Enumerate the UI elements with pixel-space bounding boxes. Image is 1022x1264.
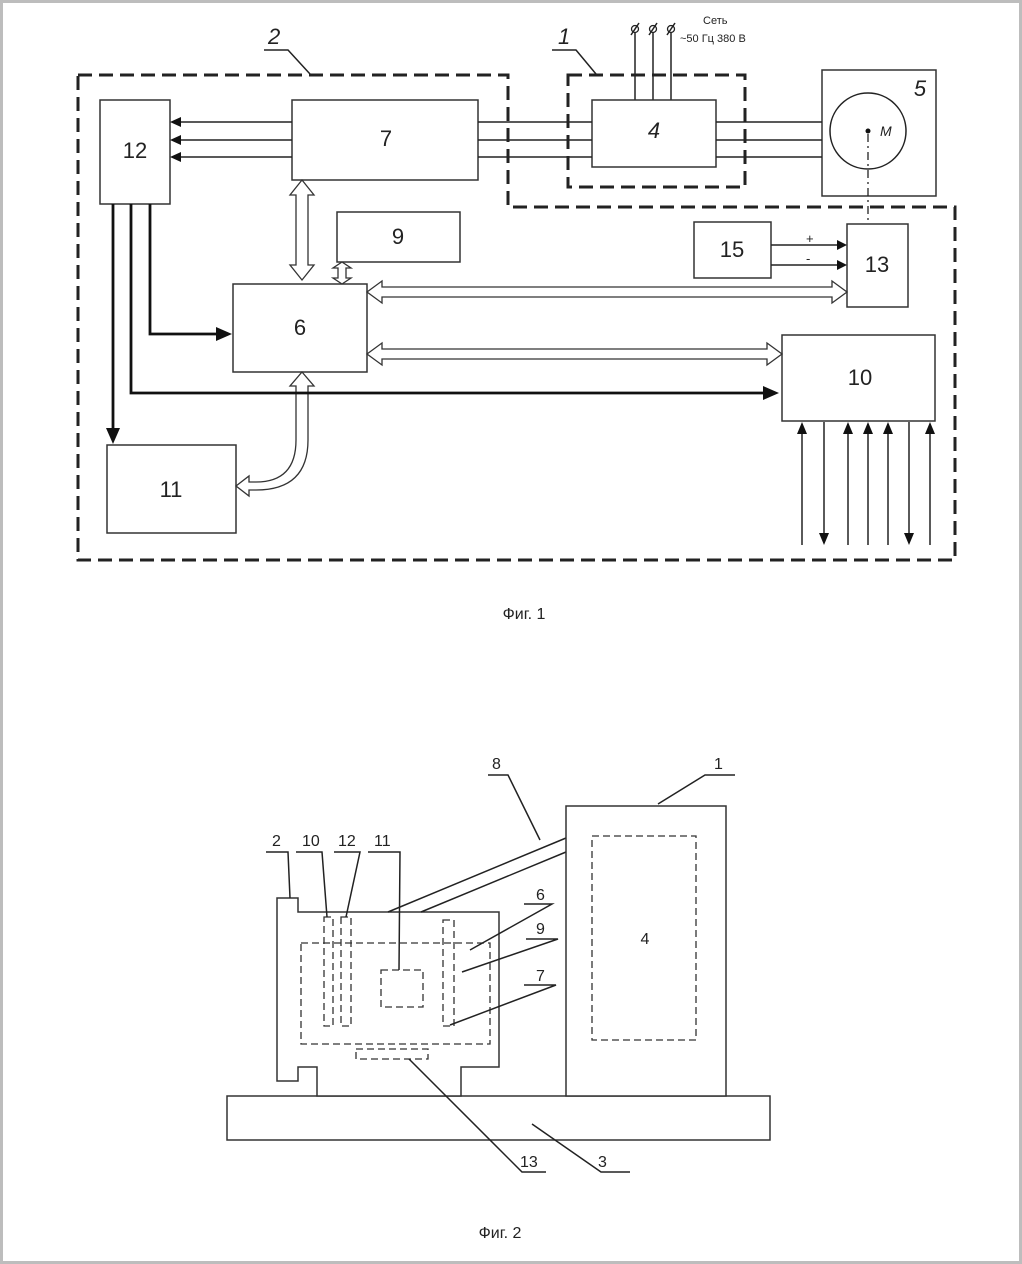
block-13-label: 13: [865, 252, 889, 277]
block-10-label: 10: [848, 365, 872, 390]
block-6-label: 6: [294, 315, 306, 340]
block-15: [693, 221, 772, 279]
element-7-outline: [442, 919, 455, 1027]
lines-7-to-4: [478, 121, 592, 158]
arrows-from-12: [106, 204, 779, 444]
motor-label: M: [880, 123, 892, 139]
fig2-label-3: 3: [598, 1154, 607, 1171]
block-7: [291, 99, 479, 181]
arrows-15-to-13: [771, 240, 847, 270]
block-10: [781, 334, 936, 422]
fig2-label-4: 4: [641, 931, 650, 948]
cabinet-1: [565, 805, 727, 1097]
fig2-label-9: 9: [536, 921, 545, 938]
element-10-outline: [323, 916, 334, 1027]
arrows-7-to-12: [170, 117, 292, 162]
bus-6-to-13: [365, 279, 849, 305]
fig2-label-2: 2: [272, 833, 281, 850]
fig2-label-10: 10: [302, 833, 320, 850]
group-2-leader: [264, 49, 311, 75]
plus-label: +: [806, 231, 814, 246]
element-13-outline: [355, 1048, 429, 1060]
fig2-label-13: 13: [520, 1154, 538, 1171]
bus-6-to-10: [365, 341, 784, 367]
fig2-leaders: [266, 774, 735, 1173]
fig2-label-11: 11: [374, 833, 391, 850]
block-11-label: 11: [160, 477, 183, 502]
block-4-label: 4: [648, 118, 660, 143]
mains-label-line-1: Сеть: [703, 15, 728, 27]
group-1-outline: [566, 73, 747, 189]
fig2-label-1: 1: [714, 756, 723, 773]
cable-8-line-a: [387, 837, 567, 913]
block-15-label: 15: [720, 237, 744, 262]
block-9-label: 9: [392, 224, 404, 249]
block-12-label: 12: [123, 138, 147, 163]
mains-terminals: [630, 22, 676, 100]
block-6: [232, 283, 368, 373]
block-5-label: 5: [914, 76, 927, 101]
group-1-leader: [552, 49, 597, 75]
housing-inner-outline: [300, 942, 491, 1045]
fig2-label-6: 6: [536, 887, 545, 904]
figure-2-caption: Фиг. 2: [479, 1225, 522, 1242]
housing-2: [276, 897, 500, 1097]
group-label-2: 2: [267, 24, 280, 49]
cable-8-line-b: [420, 851, 567, 913]
fig2-label-12: 12: [338, 833, 356, 850]
group-2-outline: [76, 73, 957, 562]
minus-label: -: [806, 251, 810, 266]
block-13: [846, 223, 909, 308]
group-label-1: 1: [558, 24, 570, 49]
fig2-label-8: 8: [492, 756, 501, 773]
bus-9-to-6: [330, 261, 354, 285]
block-4: [591, 99, 717, 168]
figure-1-caption: Фиг. 1: [503, 606, 546, 623]
mains-label-line-2: ~50 Гц 380 В: [680, 33, 746, 45]
io-arrows-10: [797, 422, 935, 545]
lines-4-to-5: [716, 121, 822, 158]
bus-6-to-11: [234, 371, 316, 498]
figure-1: 2 1 Сеть ~50 Гц 380 В 12 7: [76, 15, 957, 623]
block-9: [336, 211, 461, 263]
block-11: [106, 444, 237, 534]
bus-7-to-6: [288, 178, 316, 282]
element-11-outline: [380, 969, 424, 1008]
block-12: [99, 99, 171, 205]
fig2-label-7: 7: [536, 968, 545, 985]
figure-2: 4 2 10 12 11 8 1 6 9 7 13 3 Фиг. 2: [226, 756, 771, 1242]
base-3: [226, 1095, 771, 1141]
block-7-label: 7: [380, 126, 392, 151]
